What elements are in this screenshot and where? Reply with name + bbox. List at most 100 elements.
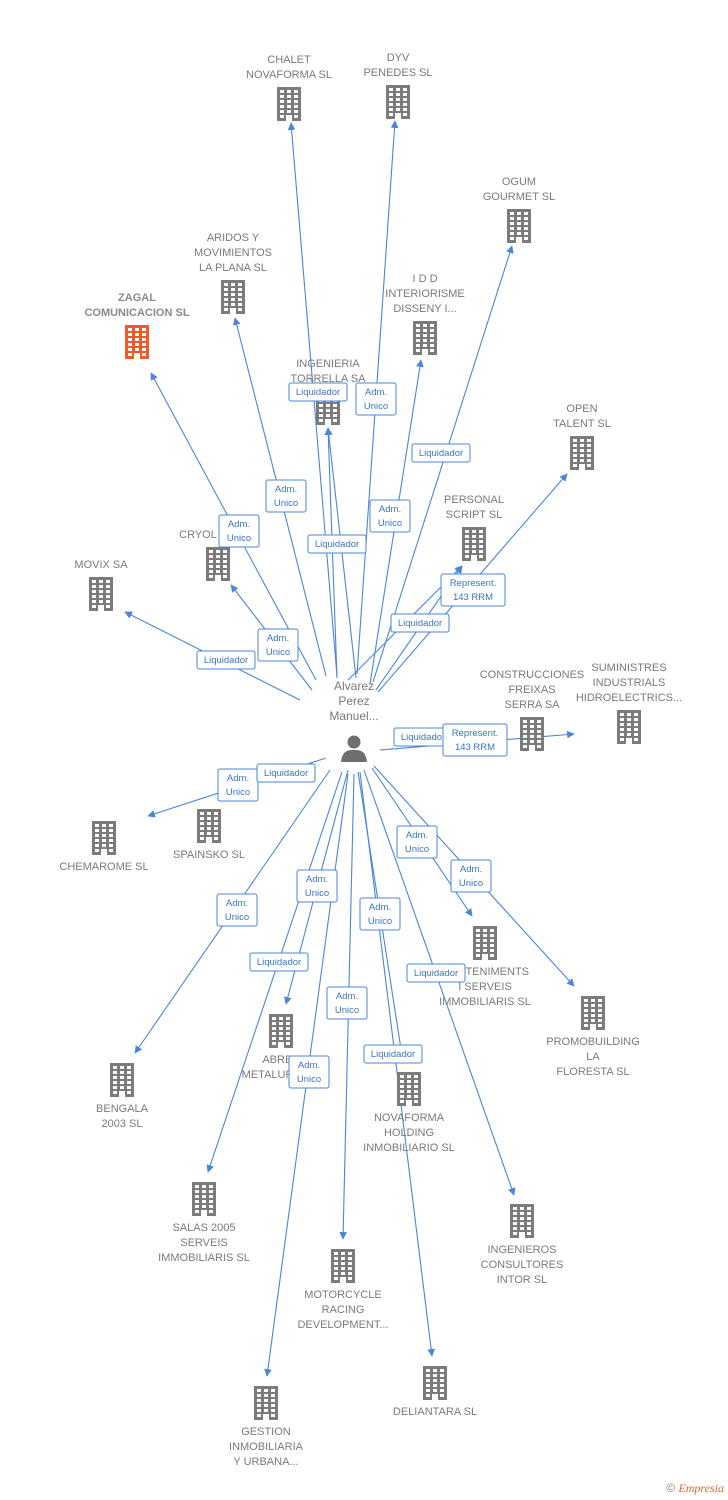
center-person-label: Perez — [338, 694, 369, 708]
company-label: HOLDING — [384, 1127, 434, 1139]
company-label: INMOBILIARIA — [229, 1441, 304, 1453]
edge-to-ogum — [372, 245, 514, 683]
center-person-node[interactable]: AlvarezPerezManuel... — [329, 679, 379, 762]
edge-role-text: Adm. — [406, 830, 428, 841]
edge-role-text: Adm. — [275, 484, 297, 495]
edge-role-text: 143 RRM — [455, 742, 495, 753]
company-node-motorcycle[interactable]: MOTORCYCLERACINGDEVELOPMENT... — [297, 1249, 389, 1331]
company-label: GESTION — [241, 1426, 291, 1438]
edge-role-text: Adm. — [369, 902, 391, 913]
company-node-suministres[interactable]: SUMINISTRESINDUSTRIALSHIDROELECTRICS... — [576, 662, 682, 744]
building-icon — [254, 1386, 278, 1420]
company-label: INDUSTRIALS — [593, 677, 666, 689]
building-icon — [89, 577, 113, 611]
building-icon — [462, 527, 486, 561]
edge-role-text: Adm. — [306, 874, 328, 885]
company-label: OGUM — [502, 176, 536, 188]
company-node-chemarome[interactable]: CHEMAROME SL — [59, 821, 149, 873]
company-node-movix[interactable]: MOVIX SA — [74, 559, 128, 611]
edge-role-text: Adm. — [460, 864, 482, 875]
company-label: ZAGAL — [118, 292, 156, 304]
edge-role-text: Adm. — [298, 1060, 320, 1071]
edge-role-label: Adm.Unico — [257, 628, 299, 662]
edge-role-text: Unico — [335, 1005, 359, 1016]
company-label: INGENIEROS — [487, 1244, 556, 1256]
edge-role-label: Liquidador — [390, 613, 450, 633]
edge-role-label: Adm. Unico — [288, 1055, 330, 1089]
edge-role-label: Adm.Unico — [396, 825, 438, 859]
company-label: DYV — [387, 52, 410, 64]
edge-role-label: Adm.Unico — [265, 479, 307, 513]
building-icon — [397, 1072, 421, 1106]
company-label: SALAS 2005 — [173, 1222, 236, 1234]
company-label: INGENIERIA — [296, 358, 360, 370]
edge-role-text: Liquidador — [371, 1049, 415, 1060]
building-icon — [520, 717, 544, 751]
company-label: INTERIORISME — [385, 288, 464, 300]
edge-role-label: Adm. Unico — [359, 897, 401, 931]
company-label: LA — [586, 1051, 600, 1063]
company-label: DEVELOPMENT... — [297, 1319, 388, 1331]
building-icon — [192, 1182, 216, 1216]
building-icon — [473, 926, 497, 960]
company-label: DISSENY I... — [393, 303, 456, 315]
edge-role-text: Liquidador — [315, 539, 359, 550]
company-label: Y URBANA... — [233, 1456, 298, 1468]
building-icon — [423, 1366, 447, 1400]
center-person-label: Manuel... — [329, 709, 378, 723]
company-label: INTOR SL — [497, 1274, 548, 1286]
edge-role-text: Unico — [459, 878, 483, 889]
edge-role-text: Liquidador — [414, 968, 458, 979]
company-label: IMMOBILIARIS SL — [439, 996, 531, 1008]
copyright-symbol: © — [666, 1481, 676, 1495]
company-node-spainsko[interactable]: SPAINSKO SL — [173, 809, 245, 861]
building-icon — [92, 821, 116, 855]
edge-role-label: Adm.Unico — [369, 499, 411, 533]
building-icon — [125, 325, 149, 359]
edge-role-text: Adm. — [379, 504, 401, 515]
company-label: OPEN — [566, 403, 597, 415]
center-person-label: Alvarez — [334, 679, 374, 693]
edge-role-label: Liquidador — [288, 382, 348, 402]
company-label: INMOBILIARIO SL — [363, 1142, 455, 1154]
edge-role-text: Unico — [368, 916, 392, 927]
edge-role-text: Adm. — [228, 519, 250, 530]
edge-role-text: Adm. — [267, 633, 289, 644]
company-node-gestion[interactable]: GESTION INMOBILIARIA Y URBANA... — [229, 1386, 304, 1468]
company-label: SPAINSKO SL — [173, 849, 245, 861]
company-label: NOVAFORMA SL — [246, 69, 332, 81]
building-icon — [269, 1014, 293, 1048]
company-label: PROMOBUILDING — [546, 1036, 640, 1048]
edge-role-label: Adm.Unico — [326, 986, 368, 1020]
edge-role-text: Liquidador — [257, 957, 301, 968]
building-icon — [386, 85, 410, 119]
edge-role-text: Adm. — [365, 387, 387, 398]
edge-role-text: Adm. — [226, 898, 248, 909]
edge-role-label: Liquidador — [196, 650, 256, 670]
building-icon — [581, 996, 605, 1030]
building-icon — [206, 547, 230, 581]
edge-role-text: Unico — [227, 533, 251, 544]
building-icon — [331, 1249, 355, 1283]
edge-role-label: Liquidador — [249, 952, 309, 972]
company-label: MOVIMIENTOS — [194, 247, 272, 259]
company-node-cryol[interactable]: CRYOL — [179, 529, 230, 581]
edge-to-salas — [206, 771, 343, 1173]
edge-role-text: Unico — [297, 1074, 321, 1085]
company-node-deliantara[interactable]: DELIANTARA SL — [393, 1366, 477, 1418]
edge-role-label: Adm.Unico — [355, 382, 397, 416]
